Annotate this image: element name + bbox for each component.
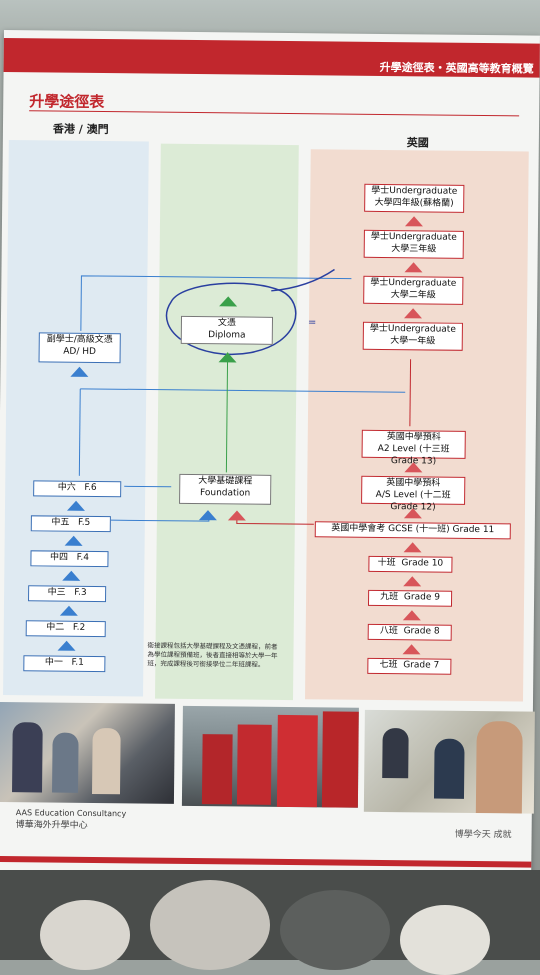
foundation-label-en: Foundation [180,487,270,500]
ug-year-label: 大學三年級 [365,243,463,256]
brand-name-zh: 博華海外升學中心 [16,817,127,831]
as-level-box: 英國中學預科 A/S Level (十二班 Grade 12) [361,476,465,505]
brochure-page: 升學途徑表・英國高等教育概覽 升學途徑表 香港 / 澳門 英國 = 副學士/高級… [0,30,540,891]
grade-7-box: 七班 Grade 7 [367,658,451,675]
grade-zh: 七班 [379,660,397,670]
arrow-up-icon [404,462,422,472]
students-photo [0,702,175,804]
footer-brand: AAS Education Consultancy 博華海外升學中心 [16,808,127,831]
diploma-box: 文憑 Diploma [181,316,273,345]
ug-year-label: 大學四年級(蘇格蘭) [365,197,463,210]
form-5-box: 中五 F.5 [31,515,111,532]
as-to-year1-line [410,359,411,426]
ug-year-label: 大學一年級 [364,335,462,348]
ad-hd-box: 副學士/高級文憑 AD/ HD [39,332,121,363]
diploma-label-en: Diploma [182,329,272,342]
form-zh: 中二 [46,622,64,632]
footer-slogan: 博學今天 成就 [455,827,512,841]
arrow-up-icon [219,352,237,362]
f5-to-foundation-line [111,511,209,521]
ad-hd-label: 副學士/高級文憑 [40,333,120,346]
arrow-up-icon [62,571,80,581]
grade-10-box: 十班 Grade 10 [368,556,452,573]
diploma-label: 文憑 [182,317,272,330]
form-en: F.4 [77,553,89,563]
grade-en: Grade 8 [404,626,440,636]
arrow-up-icon [58,641,76,651]
arrow-up-icon [67,501,85,511]
ug-year4-box: 學士Undergraduate 大學四年級(蘇格蘭) [364,184,464,213]
classroom-photo [364,710,535,814]
ug-year1-box: 學士Undergraduate 大學一年級 [363,322,463,351]
grade-9-box: 九班 Grade 9 [368,590,452,607]
form-zh: 中四 [50,553,68,563]
grade-zh: 九班 [380,592,398,602]
ug-year3-box: 學士Undergraduate 大學三年級 [364,230,464,259]
ug-year2-box: 學士Undergraduate 大學二年級 [363,276,463,305]
f6-to-year1-line [80,389,405,392]
form-en: F.1 [71,658,83,668]
f6-vertical-line [79,389,80,476]
a2-label: 英國中學預科 [363,431,465,444]
arrow-up-icon [402,644,420,654]
arrow-up-icon [70,367,88,377]
form-en: F.3 [74,588,86,598]
grade-en: Grade 10 [401,558,443,568]
form-zh: 中六 [58,483,76,493]
form-zh: 中五 [51,518,69,528]
arrow-up-icon [404,542,422,552]
gcse-to-foundation-line [237,512,314,524]
arrow-up-icon [404,308,422,318]
ug-year-label: 大學二年級 [364,289,462,302]
arrow-up-icon [403,610,421,620]
gcse-box: 英國中學會考 GCSE (十一班) Grade 11 [315,521,511,539]
foundation-box: 大學基礎課程 Foundation [179,474,271,505]
ug-label: 學士Undergraduate [364,323,462,336]
phone-booth-photo [182,706,359,808]
grade-8-box: 八班 Grade 8 [368,624,452,641]
ug-label: 學士Undergraduate [365,231,463,244]
bridging-note: 衛接課程包括大學基礎課程及文憑課程，前者為學位課程預備班，後者直接相等於大學一年… [147,642,281,670]
arrow-up-icon [60,606,78,616]
form-en: F.6 [84,483,96,493]
form-6-box: 中六 F.6 [33,480,121,497]
arrow-up-icon [65,536,83,546]
form-zh: 中三 [48,587,66,597]
arrow-up-icon [403,576,421,586]
foundation-label: 大學基礎課程 [180,475,270,488]
grade-en: Grade 9 [404,592,440,602]
a2-level-box: 英國中學預科 A2 Level (十三班 Grade 13) [362,430,466,459]
ug-label: 學士Undergraduate [364,277,462,290]
form-en: F.2 [73,623,85,633]
as-label: 英國中學預科 [362,477,464,490]
handwritten-mark: = [308,317,317,328]
form-en: F.5 [78,518,90,528]
grade-zh: 十班 [378,558,396,568]
grade-en: Grade 7 [403,660,439,670]
handwritten-arrow [271,269,334,292]
ad-hd-label-en: AD/ HD [40,345,120,358]
form-2-box: 中二 F.2 [26,620,106,637]
grade-zh: 八班 [380,626,398,636]
arrow-up-icon [219,296,237,306]
form-4-box: 中四 F.4 [30,550,108,567]
ug-label: 學士Undergraduate [365,185,463,198]
footer-bar [0,856,531,868]
arrow-up-icon [199,510,217,520]
foundation-to-diploma-line [226,352,227,472]
arrow-up-icon [405,216,423,226]
arrow-up-icon [228,510,246,520]
arrow-up-icon [404,262,422,272]
form-3-box: 中三 F.3 [28,585,106,602]
form-1-box: 中一 F.1 [23,655,105,672]
arrow-up-icon [404,508,422,518]
form-zh: 中一 [45,657,63,667]
fabric-foreground [0,870,540,960]
